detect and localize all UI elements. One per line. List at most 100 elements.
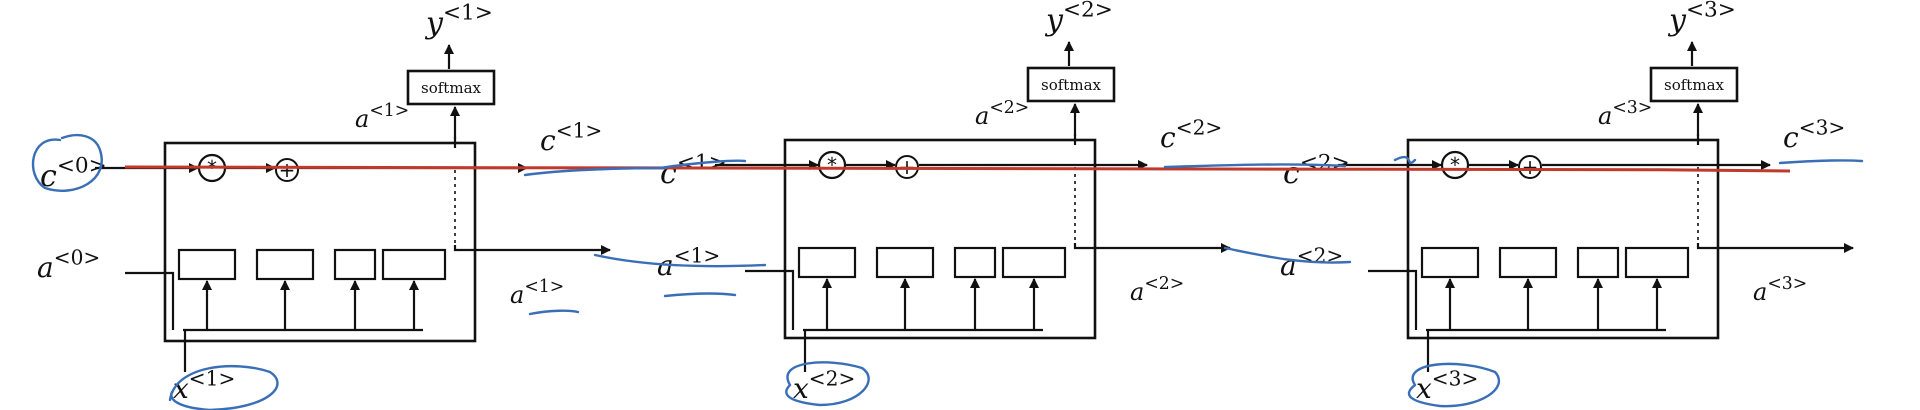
cell-out-label-superscript: <2> xyxy=(1176,115,1223,139)
output-label-superscript: <3> xyxy=(1686,0,1736,23)
prev-cell-label: c<1> xyxy=(660,151,727,192)
activation-label-superscript: <3> xyxy=(1612,98,1652,118)
output-label-superscript: <2> xyxy=(1063,0,1113,23)
handwritten-circle-c0 xyxy=(31,134,103,192)
activation-label: a<3> xyxy=(1598,98,1652,130)
input-label-base: x xyxy=(1416,372,1432,405)
softmax-box xyxy=(406,69,496,106)
prev-activation-line xyxy=(745,269,795,330)
activation-out-label-superscript: <2> xyxy=(1144,274,1184,294)
input-label-base: x xyxy=(793,372,809,405)
cell-out-label-superscript: <3> xyxy=(1799,115,1846,139)
output-label-base: y xyxy=(1667,3,1687,38)
prev-cell-label-base: c xyxy=(660,156,677,191)
multiply-icon xyxy=(1440,150,1470,180)
gate-box-3 xyxy=(333,248,377,281)
cell-box xyxy=(1406,138,1720,340)
output-label-superscript: <1> xyxy=(443,1,493,26)
activation-out-label-base: a xyxy=(1753,278,1767,306)
gate-box-1 xyxy=(1420,246,1480,279)
prev-cell-label-base: c xyxy=(1283,156,1300,191)
softmax-label: softmax xyxy=(421,79,481,97)
activation-label-superscript: <2> xyxy=(989,98,1029,118)
handwritten-circle-x1 xyxy=(168,364,279,410)
prev-cell-label: c<2> xyxy=(1283,151,1350,192)
activation-out-label-base: a xyxy=(510,281,524,309)
prev-activation-line xyxy=(1368,269,1418,330)
cell-out-label-base: c xyxy=(1160,121,1176,154)
cell-out-label: c<2> xyxy=(1160,115,1222,154)
handwritten-underline-c2-in xyxy=(1163,163,1347,169)
activation-out-label-base: a xyxy=(1130,278,1144,306)
handwritten-underline-c1-in xyxy=(523,166,667,177)
softmax-box xyxy=(1649,66,1739,103)
cell-box xyxy=(163,141,477,343)
activation-label-base: a xyxy=(1598,102,1612,130)
input-label: x<2> xyxy=(793,366,855,405)
prev-activation-label-base: a xyxy=(1280,249,1297,282)
handwritten-underline-c3 xyxy=(1778,159,1864,165)
activation-label-superscript: <1> xyxy=(369,101,409,121)
prev-cell-label-superscript: <2> xyxy=(1300,151,1350,176)
prev-activation-label-superscript: <1> xyxy=(674,243,721,267)
prev-activation-line xyxy=(125,271,175,330)
handwritten-underline-a1-left xyxy=(528,309,580,316)
output-label: y<2> xyxy=(1044,0,1113,38)
add-icon xyxy=(275,158,299,182)
handwritten-underline-a2-path xyxy=(1223,246,1352,264)
gate-box-1 xyxy=(177,248,237,281)
prev-cell-label-base: c xyxy=(40,159,57,194)
activation-label: a<1> xyxy=(355,101,409,133)
cells-layer: *+softmaxy<1>a<1>c<1>a<1>c<0>a<0>x<1>*+s… xyxy=(37,0,1854,405)
activation-out-label: a<3> xyxy=(1753,274,1807,306)
activation-out-label: a<1> xyxy=(510,277,564,309)
activation-out-label-superscript: <3> xyxy=(1767,274,1807,294)
gate-box-4 xyxy=(1624,246,1690,279)
activation-label-base: a xyxy=(355,105,369,133)
multiply-symbol: * xyxy=(827,153,837,177)
handwritten-circle-x3 xyxy=(1408,362,1501,408)
prev-activation-label-superscript: <0> xyxy=(54,245,101,269)
add-symbol: + xyxy=(1522,155,1539,179)
output-label: y<3> xyxy=(1667,0,1736,38)
activation-label-base: a xyxy=(975,102,989,130)
output-label: y<1> xyxy=(424,1,493,42)
activation-out-label: a<2> xyxy=(1130,274,1184,306)
output-label-base: y xyxy=(424,6,444,41)
prev-activation-label-base: a xyxy=(37,251,54,284)
cell-out-label: c<3> xyxy=(1783,115,1845,154)
activation-label: a<2> xyxy=(975,98,1029,130)
cell-out-label-superscript: <1> xyxy=(556,118,603,142)
gate-box-4 xyxy=(1001,246,1067,279)
handwritten-circle-x2 xyxy=(785,361,870,407)
input-label-base: x xyxy=(173,372,189,405)
gate-box-1 xyxy=(797,246,857,279)
handwritten-underline-a1-right xyxy=(663,292,737,298)
prev-activation-label: a<0> xyxy=(37,245,100,284)
cell-box xyxy=(783,138,1097,340)
activation-out-arrow xyxy=(453,245,611,255)
output-label-base: y xyxy=(1044,3,1064,38)
prev-activation-label-superscript: <2> xyxy=(1297,243,1344,267)
prev-cell-label-superscript: <0> xyxy=(57,154,107,179)
gate-box-3 xyxy=(1576,246,1620,279)
add-icon xyxy=(1518,155,1542,179)
gate-box-2 xyxy=(1498,246,1558,279)
input-label-superscript: <2> xyxy=(809,366,856,390)
handwritten-underline-c1-arrow xyxy=(658,159,747,170)
input-label: x<1> xyxy=(173,366,235,405)
activation-out-label-superscript: <1> xyxy=(524,277,564,297)
input-label-superscript: <3> xyxy=(1432,366,1479,390)
softmax-label: softmax xyxy=(1664,76,1724,94)
activation-out-arrow xyxy=(1696,243,1854,253)
blue-annotation-layer xyxy=(31,134,1864,410)
gate-box-2 xyxy=(255,248,315,281)
prev-activation-label: a<1> xyxy=(657,243,720,282)
multiply-symbol: * xyxy=(1450,153,1460,177)
softmax-box xyxy=(1026,66,1116,103)
handwritten-mark-c2-box xyxy=(1393,155,1417,165)
gate-box-2 xyxy=(875,246,935,279)
